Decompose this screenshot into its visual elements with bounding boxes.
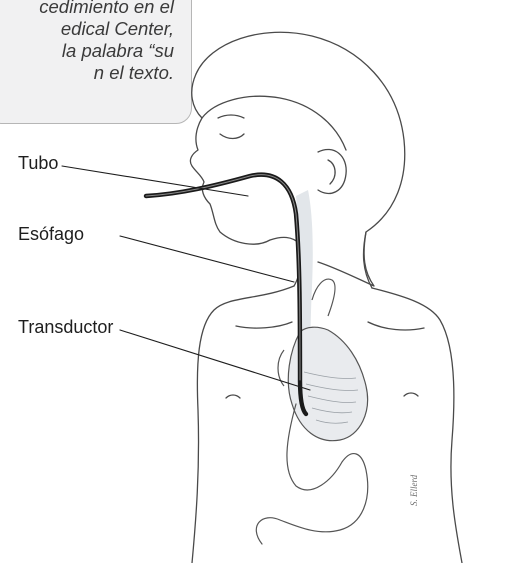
- esophagus-label: Esófago: [18, 225, 84, 243]
- closed-eye: [220, 134, 244, 139]
- transducer-leader-line: [120, 330, 310, 390]
- artist-signature: S. Ellerd: [409, 474, 419, 506]
- esophagus-leader-line: [120, 236, 294, 282]
- ear-outline: [318, 149, 346, 193]
- tube-leader-line: [62, 166, 248, 196]
- endoscope-tube: [146, 175, 306, 414]
- transducer-label: Transductor: [18, 318, 113, 336]
- hair-outline: [192, 74, 346, 150]
- tube-label: Tubo: [18, 154, 58, 172]
